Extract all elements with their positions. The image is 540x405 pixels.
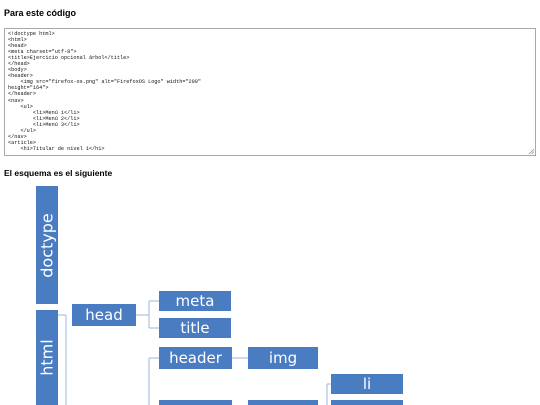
code-line: </head>: [8, 61, 30, 68]
tree-node-partial: [159, 400, 232, 405]
code-line: </ul>: [20, 127, 37, 134]
code-line: </header>: [8, 91, 37, 98]
code-line: <head>: [8, 43, 27, 50]
code-textarea[interactable]: <!doctype html> <html> <head> <meta char…: [4, 28, 536, 156]
code-line: <!doctype html>: [8, 31, 55, 37]
code-line: <h1>Titular de nivel 1</h1>: [20, 145, 105, 152]
tree-node-head: head: [72, 304, 136, 326]
code-line: <article>: [8, 139, 37, 146]
tree-node-meta: meta: [159, 291, 231, 311]
code-line: <li>Menú 3</li>: [32, 121, 80, 128]
tree-node-partial: [248, 400, 318, 405]
code-content: <!doctype html> <html> <head> <meta char…: [8, 31, 532, 152]
tree-node-partial: [331, 400, 403, 405]
tree-node-img: img: [248, 347, 318, 369]
tree-node-doctype: doctype: [36, 186, 58, 304]
tree-node-li: li: [331, 374, 403, 394]
code-line: <li>Menú 1</li>: [32, 109, 80, 116]
code-line: height="164">: [8, 85, 49, 92]
code-line: <meta charset="utf-8">: [8, 49, 77, 56]
page-heading: Para este código: [4, 8, 77, 18]
code-line: <ul>: [20, 103, 33, 110]
code-line: <body>: [8, 67, 27, 74]
tree-node-header: header: [159, 347, 232, 369]
code-line: <header>: [8, 73, 33, 80]
code-line: <title>Ejercicio opcional árbol</title>: [8, 55, 130, 62]
code-line: </nav>: [8, 133, 27, 140]
code-line: <html>: [8, 37, 27, 44]
tree-node-title: title: [159, 318, 231, 338]
code-line: <nav>: [8, 97, 24, 104]
diagram-heading: El esquema es el siguiente: [4, 168, 113, 178]
code-line: <img src="firefox-os.png" alt="FirefoxOS…: [20, 79, 202, 86]
resize-grip-icon[interactable]: [528, 148, 534, 154]
code-line: <li>Menú 2</li>: [32, 115, 80, 122]
tree-node-html: html: [36, 310, 58, 405]
